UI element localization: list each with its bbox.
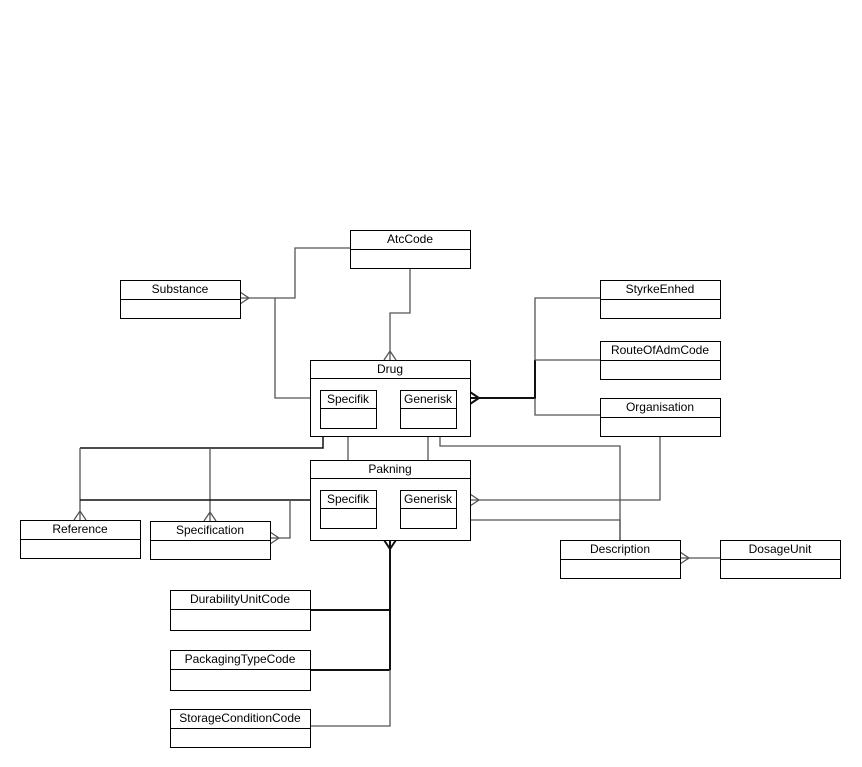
- entity-title: StyrkeEnhed: [626, 282, 695, 296]
- entity-styrkeenhed[interactable]: StyrkeEnhed: [600, 280, 721, 319]
- entity-title: Generisk: [404, 392, 453, 406]
- drug-right-link: [469, 360, 536, 405]
- entity-title: Specifik: [327, 392, 370, 406]
- drug-generisk[interactable]: Generisk: [400, 390, 457, 429]
- entity-dosageunit[interactable]: DosageUnit: [720, 540, 841, 579]
- entity-reference[interactable]: Reference: [20, 520, 141, 559]
- entity-title: Specifik: [327, 492, 370, 506]
- substance-atccode-link: [239, 247, 350, 305]
- entity-durabilityunitcode[interactable]: DurabilityUnitCode: [170, 590, 311, 631]
- pakning-generisk[interactable]: Generisk: [400, 490, 457, 529]
- entity-routeofadmcode[interactable]: RouteOfAdmCode: [600, 341, 721, 380]
- entity-title: Specification: [176, 523, 244, 537]
- substance-drug-link: [274, 298, 310, 399]
- entity-title: AtcCode: [387, 232, 433, 246]
- entity-title: DosageUnit: [749, 542, 812, 556]
- entity-title: PackagingTypeCode: [185, 652, 296, 666]
- entity-storageconditioncode[interactable]: StorageConditionCode: [170, 709, 311, 748]
- entity-title: RouteOfAdmCode: [611, 343, 709, 357]
- entity-title: Pakning: [368, 462, 411, 476]
- entity-substance[interactable]: Substance: [120, 280, 241, 319]
- description-dosageunit-link: [679, 551, 720, 565]
- entity-specification[interactable]: Specification: [150, 521, 271, 560]
- entity-drug[interactable]: Drug Specifik Generisk: [310, 360, 471, 437]
- drug-reference-drop: [73, 448, 217, 522]
- drug-description-link: [439, 436, 621, 540]
- pakning-description-link: [470, 519, 621, 540]
- entity-description[interactable]: Description: [560, 540, 681, 579]
- pakning-organisation-link: [469, 436, 661, 507]
- pakning-specifik[interactable]: Specifik: [320, 490, 377, 529]
- entity-pakning[interactable]: Pakning Specifik Generisk: [310, 460, 471, 541]
- pakning-codes-link: [310, 539, 397, 671]
- entity-packagingtypecode[interactable]: PackagingTypeCode: [170, 650, 311, 691]
- entity-title: StorageConditionCode: [179, 711, 301, 725]
- entity-title: Reference: [52, 522, 108, 536]
- entity-organisation[interactable]: Organisation: [600, 398, 721, 437]
- entity-title: Organisation: [626, 400, 694, 414]
- atccode-drug-link: [383, 268, 411, 361]
- drug-specifik[interactable]: Specifik: [320, 390, 377, 429]
- entity-title: Substance: [152, 282, 209, 296]
- pakning-specification-link: [269, 500, 291, 545]
- drug-reference-link: [80, 436, 324, 449]
- entity-title: Drug: [377, 362, 403, 376]
- pakning-storage-link: [310, 670, 391, 727]
- entity-title: Generisk: [404, 492, 453, 506]
- entity-title: DurabilityUnitCode: [190, 592, 290, 606]
- entity-title: Description: [590, 542, 650, 556]
- drug-styrkeenhed-link: [534, 297, 600, 416]
- entity-atccode[interactable]: AtcCode: [350, 230, 471, 269]
